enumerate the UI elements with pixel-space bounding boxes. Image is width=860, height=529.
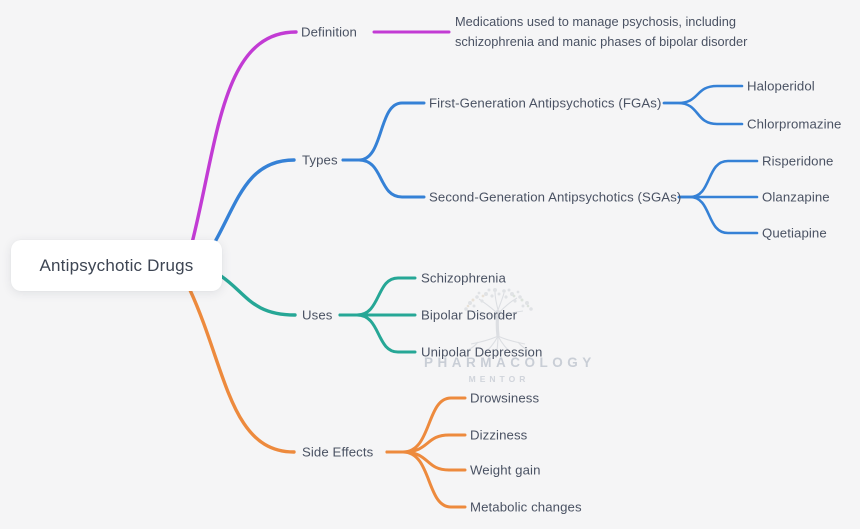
- node-weight-gain[interactable]: Weight gain: [470, 462, 541, 478]
- edge-types-fga: [341, 101, 426, 162]
- node-metabolic-changes[interactable]: Metabolic changes: [470, 499, 582, 515]
- node-definition[interactable]: Definition: [301, 24, 357, 40]
- edge-side-weight-gain: [385, 450, 467, 472]
- node-types[interactable]: Types: [302, 152, 338, 168]
- root-node-label: Antipsychotic Drugs: [39, 255, 194, 275]
- edge-fga-haloperidol: [662, 84, 744, 105]
- edge-root-definition: [190, 30, 298, 245]
- watermark-line1: PHARMACOLOGY: [424, 355, 596, 370]
- edge-side-dizziness: [385, 433, 467, 454]
- edge-root-side-effects: [188, 288, 296, 454]
- edge-sga-quetiapine: [677, 195, 759, 235]
- node-olanzapine[interactable]: Olanzapine: [762, 189, 830, 205]
- edge-root-uses: [219, 274, 297, 317]
- edge-side-metabolic: [385, 450, 467, 509]
- edge-sga-risperidone: [677, 159, 759, 199]
- root-node[interactable]: Antipsychotic Drugs: [11, 240, 222, 291]
- watermark-line2: MENTOR: [468, 374, 530, 384]
- node-quetiapine[interactable]: Quetiapine: [762, 225, 827, 241]
- edge-uses-unipolar: [338, 313, 417, 354]
- node-drowsiness[interactable]: Drowsiness: [470, 390, 540, 406]
- node-unipolar-depression[interactable]: Unipolar Depression: [421, 344, 543, 360]
- edge-fga-chlorpromazine: [662, 101, 744, 126]
- edge-uses-schizophrenia: [338, 276, 417, 317]
- node-sga[interactable]: Second-Generation Antipsychotics (SGAs): [429, 189, 682, 205]
- watermark-tree-icon: [464, 288, 533, 359]
- watermark-wordmark: PHARMACOLOGY MENTOR: [424, 355, 596, 384]
- node-side-effects[interactable]: Side Effects: [302, 444, 374, 460]
- node-uses[interactable]: Uses: [302, 307, 333, 323]
- node-definition-note[interactable]: Medications used to manage psychosis, in…: [455, 14, 748, 49]
- edge-types-sga: [341, 158, 426, 199]
- node-bipolar-disorder[interactable]: Bipolar Disorder: [421, 307, 518, 323]
- node-haloperidol[interactable]: Haloperidol: [747, 78, 815, 94]
- edge-root-types: [214, 158, 296, 242]
- node-schizophrenia[interactable]: Schizophrenia: [421, 270, 506, 286]
- node-risperidone[interactable]: Risperidone: [762, 153, 834, 169]
- node-chlorpromazine[interactable]: Chlorpromazine: [747, 116, 842, 132]
- node-fga[interactable]: First-Generation Antipsychotics (FGAs): [429, 95, 662, 111]
- node-dizziness[interactable]: Dizziness: [470, 427, 528, 443]
